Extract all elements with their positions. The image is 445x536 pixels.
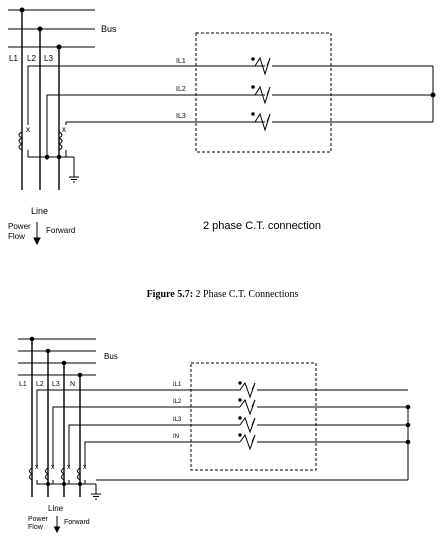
bus-label: Bus <box>101 24 117 34</box>
current-label-il1: IL1 <box>173 382 182 388</box>
polarity-dot <box>251 85 255 89</box>
polarity-mark: x <box>62 125 66 134</box>
junction-dot <box>46 482 50 486</box>
current-label-il3: IL3 <box>173 417 182 423</box>
junction-dot <box>44 154 50 160</box>
current-label-il2: IL2 <box>173 399 182 405</box>
secondary-wire-l3 <box>68 424 240 467</box>
polarity-dot <box>238 416 242 420</box>
polarity-mark: x <box>83 464 87 471</box>
arrow-down-icon <box>33 237 41 246</box>
figure-caption-text: 2 Phase C.T. Connections <box>195 289 299 300</box>
earth-icon <box>91 493 101 500</box>
phase-label-l3: L3 <box>44 54 53 63</box>
phase-label-l3: L3 <box>52 381 60 388</box>
junction-dot <box>56 44 62 50</box>
phase-label-l2: L2 <box>36 381 44 388</box>
junction-dot <box>19 7 25 13</box>
polarity-dot <box>251 112 255 116</box>
junction-dot <box>405 422 411 428</box>
arrow-down-icon <box>53 526 61 534</box>
junction-dot <box>45 348 51 354</box>
ct-coil-l1 <box>29 467 33 481</box>
power-flow-label-1: Power <box>28 516 49 523</box>
junction-dot <box>405 439 411 445</box>
line-label: Line <box>31 206 48 216</box>
polarity-mark: x <box>51 464 55 471</box>
forward-label: Forward <box>46 226 75 235</box>
ct-star-wire <box>36 480 96 485</box>
polarity-mark: x <box>26 125 30 134</box>
secondary-wire-l3 <box>65 121 265 125</box>
secondary-wire-l1 <box>36 389 240 467</box>
polarity-dot <box>251 57 255 61</box>
line-label: Line <box>48 504 64 513</box>
phase-label-l1: L1 <box>19 381 27 388</box>
relay-box <box>195 32 332 153</box>
phase-label-l1: L1 <box>9 54 18 63</box>
secondary-wire-l2 <box>52 406 240 467</box>
ct-coil-n <box>77 467 81 481</box>
power-flow-label-2: Flow <box>8 232 25 241</box>
ct-coil-l3 <box>61 467 65 481</box>
top-text: Bus L1 L2 L3 IL1 IL2 IL3 Line Power Flow… <box>8 24 321 241</box>
polarity-mark: x <box>67 464 71 471</box>
junction-dot <box>405 404 411 410</box>
junction-dot <box>430 92 436 98</box>
polarity-dot <box>238 381 242 385</box>
polarity-dot <box>238 433 242 437</box>
current-label-il3: IL3 <box>176 113 186 120</box>
polarity-mark: x <box>35 464 39 471</box>
top-diagram: x x <box>8 7 436 246</box>
junction-dot <box>56 154 62 160</box>
junction-dot <box>61 360 67 366</box>
connection-title: 2 phase C.T. connection <box>203 220 321 232</box>
bus-label: Bus <box>104 352 118 361</box>
bottom-text: Bus L1 L2 L3 N IL1 IL2 IL3 IN Line Power… <box>19 352 182 531</box>
secondary-wire-l1 <box>27 65 265 125</box>
power-flow-label-2: Flow <box>28 524 44 531</box>
relay-coil-l2 <box>239 398 256 416</box>
junction-dot <box>37 26 43 32</box>
phase-label-n: N <box>70 381 75 388</box>
figure-number: Figure 5.7: <box>146 289 194 300</box>
forward-label: Forward <box>64 519 90 526</box>
relay-coil-n <box>239 433 256 451</box>
relay-coil-l3 <box>254 112 271 132</box>
relay-box <box>190 362 317 471</box>
relay-coil-l2 <box>254 85 271 105</box>
current-label-il1: IL1 <box>176 58 186 65</box>
earth-icon <box>69 176 79 183</box>
power-flow-label-1: Power <box>8 222 31 231</box>
polarity-dot <box>238 398 242 402</box>
bottom-diagram: x x x x <box>18 336 411 534</box>
phase-label-l2: L2 <box>27 54 36 63</box>
current-label-il2: IL2 <box>176 86 186 93</box>
secondary-wire-l2 <box>46 94 265 160</box>
relay-coil-l3 <box>239 416 256 434</box>
ct-coil-l1 <box>18 131 24 151</box>
ct-coil-l2 <box>45 467 49 481</box>
junction-dot <box>77 372 83 378</box>
secondary-wire-n <box>84 441 240 467</box>
junction-dot <box>78 482 82 486</box>
relay-coil-l1 <box>239 381 256 399</box>
junction-dot <box>29 336 35 342</box>
ct-coil-l3 <box>57 131 63 151</box>
relay-coil-l1 <box>254 56 271 76</box>
figure-caption: Figure 5.7: 2 Phase C.T. Connections <box>0 289 445 300</box>
junction-dot <box>62 482 66 486</box>
current-label-in: IN <box>173 434 179 440</box>
ct-star-wire <box>27 150 74 158</box>
